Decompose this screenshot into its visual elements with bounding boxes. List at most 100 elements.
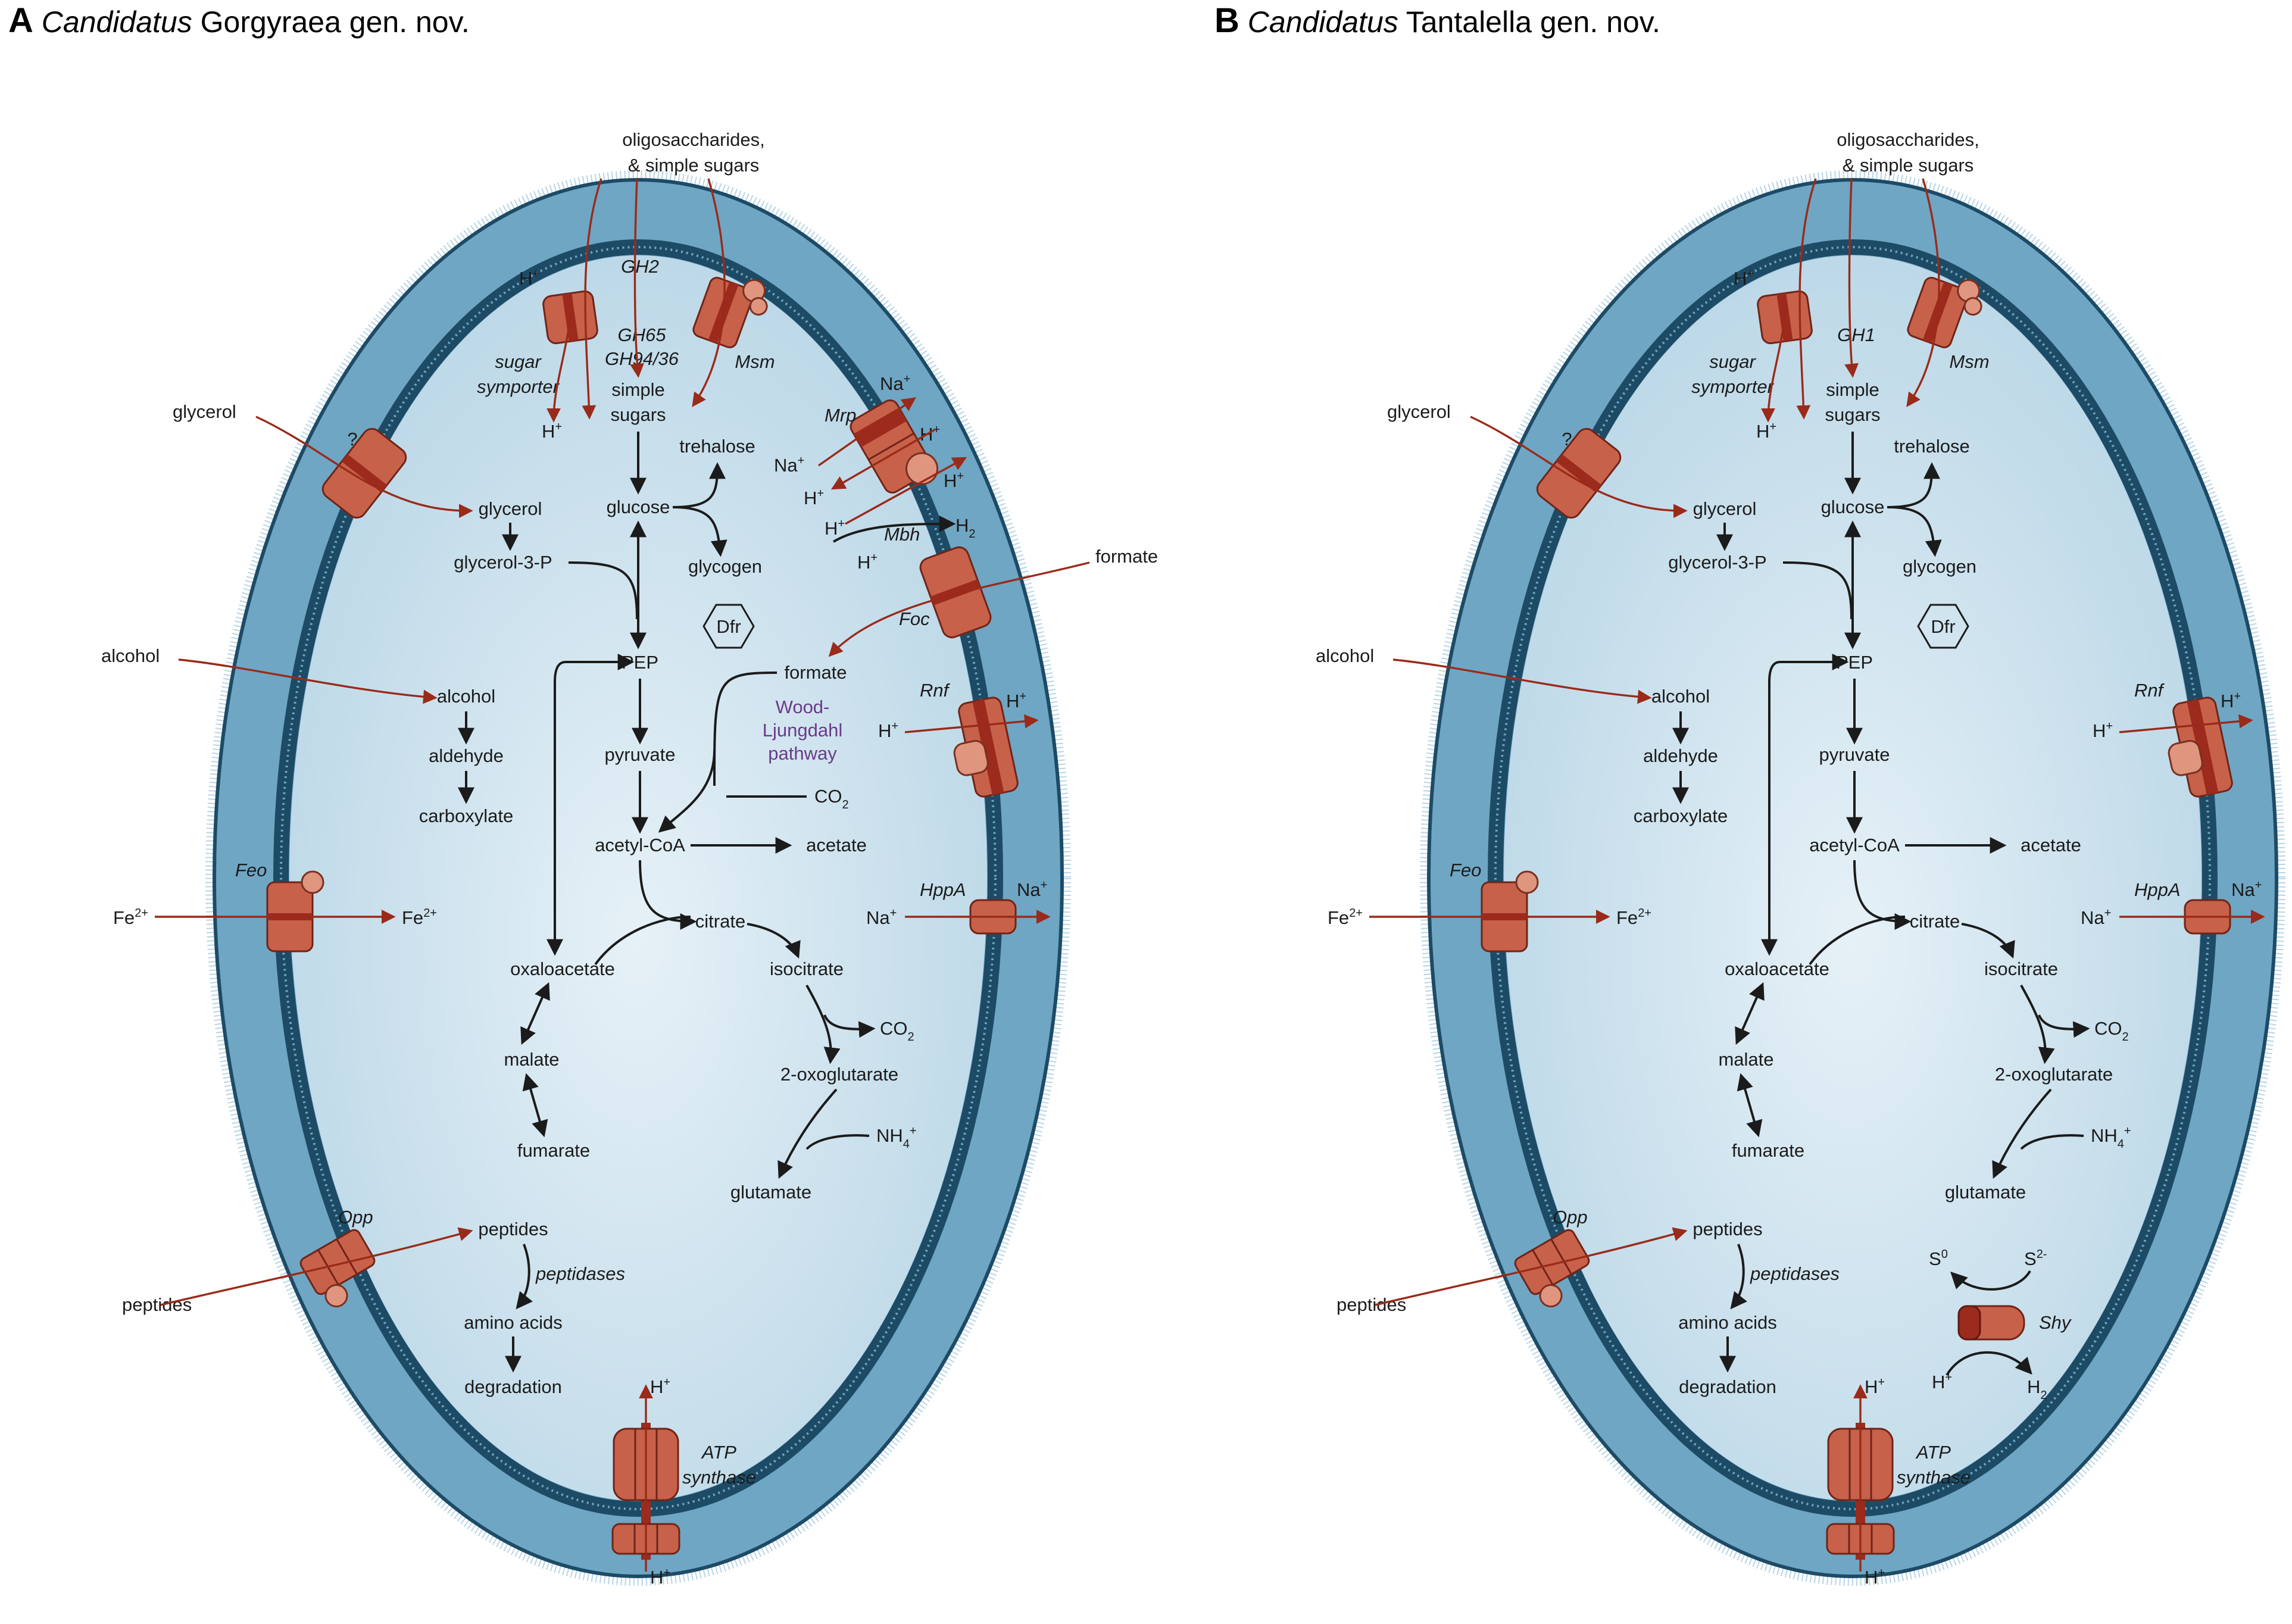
sugar-symporter-label-1: sugar	[495, 351, 542, 372]
arrow-wl-acetylcoa	[658, 749, 716, 833]
ext-peptides: peptides	[122, 1294, 192, 1315]
arrow-pep-oxaloacetate-b	[1761, 654, 1849, 956]
peptidases: peptidases	[535, 1263, 625, 1284]
atp-synthase-label-1-b: ATP	[1915, 1442, 1951, 1463]
atp-synthase-label-1: ATP	[701, 1442, 736, 1463]
ion-na-hppa-out-b: Na+	[2231, 879, 2262, 900]
s2-label: S2-	[2024, 1248, 2047, 1269]
degradation: degradation	[464, 1376, 562, 1397]
opp-label: Opp	[338, 1207, 373, 1228]
hppa-label: HppA	[920, 879, 966, 900]
arrow-h-mrp	[830, 429, 935, 490]
ion-h-symporter-in-b: H+	[1756, 420, 1776, 442]
oxaloacetate-b: oxaloacetate	[1725, 958, 1829, 979]
arrow-glucose-glycogen	[672, 506, 727, 557]
ion-h-rnf-out: H+	[1006, 690, 1026, 711]
co2-tca-b: CO2	[2094, 1018, 2129, 1044]
ext-glycerol-b: glycerol	[1387, 401, 1451, 422]
rnf-label: Rnf	[920, 680, 951, 701]
arrow-isocitrate-oxoglutarate	[805, 985, 841, 1064]
ext-alcohol: alcohol	[101, 645, 160, 666]
glycerol-b: glycerol	[1693, 498, 1757, 519]
malate: malate	[504, 1049, 559, 1070]
ext-simple-sugars: & simple sugars	[628, 155, 760, 176]
opp-protein[interactable]	[299, 1228, 386, 1313]
ion-h-atp-bottom-b: H+	[1865, 1566, 1885, 1588]
ion-h-rnf-out-b: H+	[2221, 690, 2241, 711]
ion-h-shy: H+	[1932, 1371, 1952, 1392]
arrow-oligo-msm	[692, 178, 726, 407]
arrow-peptides-in-b	[1375, 1227, 1688, 1306]
oxaloacetate: oxaloacetate	[510, 958, 615, 979]
gh94-label: GH94/36	[605, 348, 679, 369]
ion-h-mbh-out: H+	[944, 470, 964, 491]
shy-protein[interactable]	[1957, 1305, 2025, 1341]
opp-label-b: Opp	[1553, 1207, 1588, 1228]
arrow-pep-oxaloacetate	[547, 654, 635, 956]
arrow-co2-release-b	[2038, 1014, 2090, 1038]
trehalose: trehalose	[679, 436, 755, 457]
mrp-protein[interactable]	[848, 395, 943, 502]
degradation-b: degradation	[1679, 1376, 1776, 1397]
simple-sugars-2-b: sugars	[1825, 404, 1880, 425]
arrow-alcohol-in-b	[1392, 658, 1652, 704]
arrow-h-mbh-out	[845, 457, 967, 525]
arrow-g3p-pep-b	[1782, 561, 1853, 620]
ext-oligosaccharides-b: oligosaccharides,	[1837, 129, 1979, 150]
pyruvate-b: pyruvate	[1819, 744, 1890, 765]
wood-ljungdahl-2: Ljungdahl	[763, 720, 842, 741]
mbh-label: Mbh	[884, 524, 920, 545]
co2-tca: CO2	[880, 1018, 914, 1044]
ion-h-mrp-in: H+	[804, 487, 824, 508]
ion-na-mrp-out: Na+	[880, 373, 910, 394]
aldehyde: aldehyde	[429, 745, 504, 766]
dfr-hexagon	[702, 604, 755, 649]
aldehyde-b: aldehyde	[1643, 745, 1718, 766]
arrow-citrate-isocitrate-b	[1961, 923, 2015, 959]
shy-label: Shy	[2039, 1312, 2072, 1333]
fe2-inside: Fe2+	[402, 907, 437, 928]
peptidases-b: peptidases	[1750, 1263, 1840, 1284]
arrow-na-mrp	[818, 397, 916, 467]
isocitrate-b: isocitrate	[1984, 958, 2058, 979]
panel-b-title: B Candidatus Tantalella gen. nov.	[1214, 1, 1660, 40]
h2-mbh: H2	[955, 515, 976, 541]
glucose-b: glucose	[1821, 496, 1885, 517]
gh1-label: GH1	[1837, 324, 1875, 345]
peptides-b: peptides	[1693, 1219, 1762, 1239]
ion-h-atp-top-b: H+	[1865, 1376, 1885, 1397]
dfr-hexagon-b	[1917, 604, 1969, 649]
hppa-label-b: HppA	[2134, 879, 2181, 900]
ion-h-atp-bottom: H+	[650, 1566, 670, 1588]
arrow-h-h2-shy	[1946, 1351, 2032, 1376]
arrow-malate-fumarate	[522, 1073, 548, 1138]
acetate-b: acetate	[2021, 835, 2081, 855]
arrow-oligo-to-sugars-b	[1844, 178, 1859, 378]
opp-protein-b[interactable]	[1513, 1228, 1601, 1313]
ext-fe2-b: Fe2+	[1328, 907, 1363, 928]
ext-simple-sugars-b: & simple sugars	[1843, 155, 1974, 176]
panel-b: B Candidatus Tantalella gen. nov.	[1214, 1, 2280, 1588]
arrow-h-symporter-b	[1761, 309, 1787, 423]
alcohol: alcohol	[437, 686, 495, 707]
ion-na-hppa-out: Na+	[1017, 879, 1047, 900]
glucose: glucose	[607, 496, 670, 517]
arrow-oligo-msm-b	[1906, 178, 1940, 407]
arrow-peptides-in	[160, 1227, 473, 1306]
sugar-symporter-label-2: symporter	[477, 376, 560, 397]
fe2-inside-b: Fe2+	[1616, 907, 1651, 928]
glycerol: glycerol	[479, 498, 542, 519]
amino-acids: amino acids	[464, 1312, 562, 1333]
glutamate-b: glutamate	[1945, 1182, 2026, 1203]
ion-h-symporter-out: H+	[519, 267, 539, 289]
msm-label-b: Msm	[1949, 351, 1989, 372]
ion-h-symporter-out-b: H+	[1734, 267, 1754, 289]
fumarate-b: fumarate	[1732, 1140, 1804, 1161]
glycerol-3-p-b: glycerol-3-P	[1668, 552, 1766, 573]
wood-ljungdahl-3: pathway	[768, 743, 837, 764]
ext-alcohol-b: alcohol	[1316, 645, 1374, 666]
arrow-h-rnf	[904, 714, 1039, 733]
arrow-formate-in	[828, 561, 1090, 657]
ion-na-hppa-in-b: Na+	[2081, 907, 2111, 928]
